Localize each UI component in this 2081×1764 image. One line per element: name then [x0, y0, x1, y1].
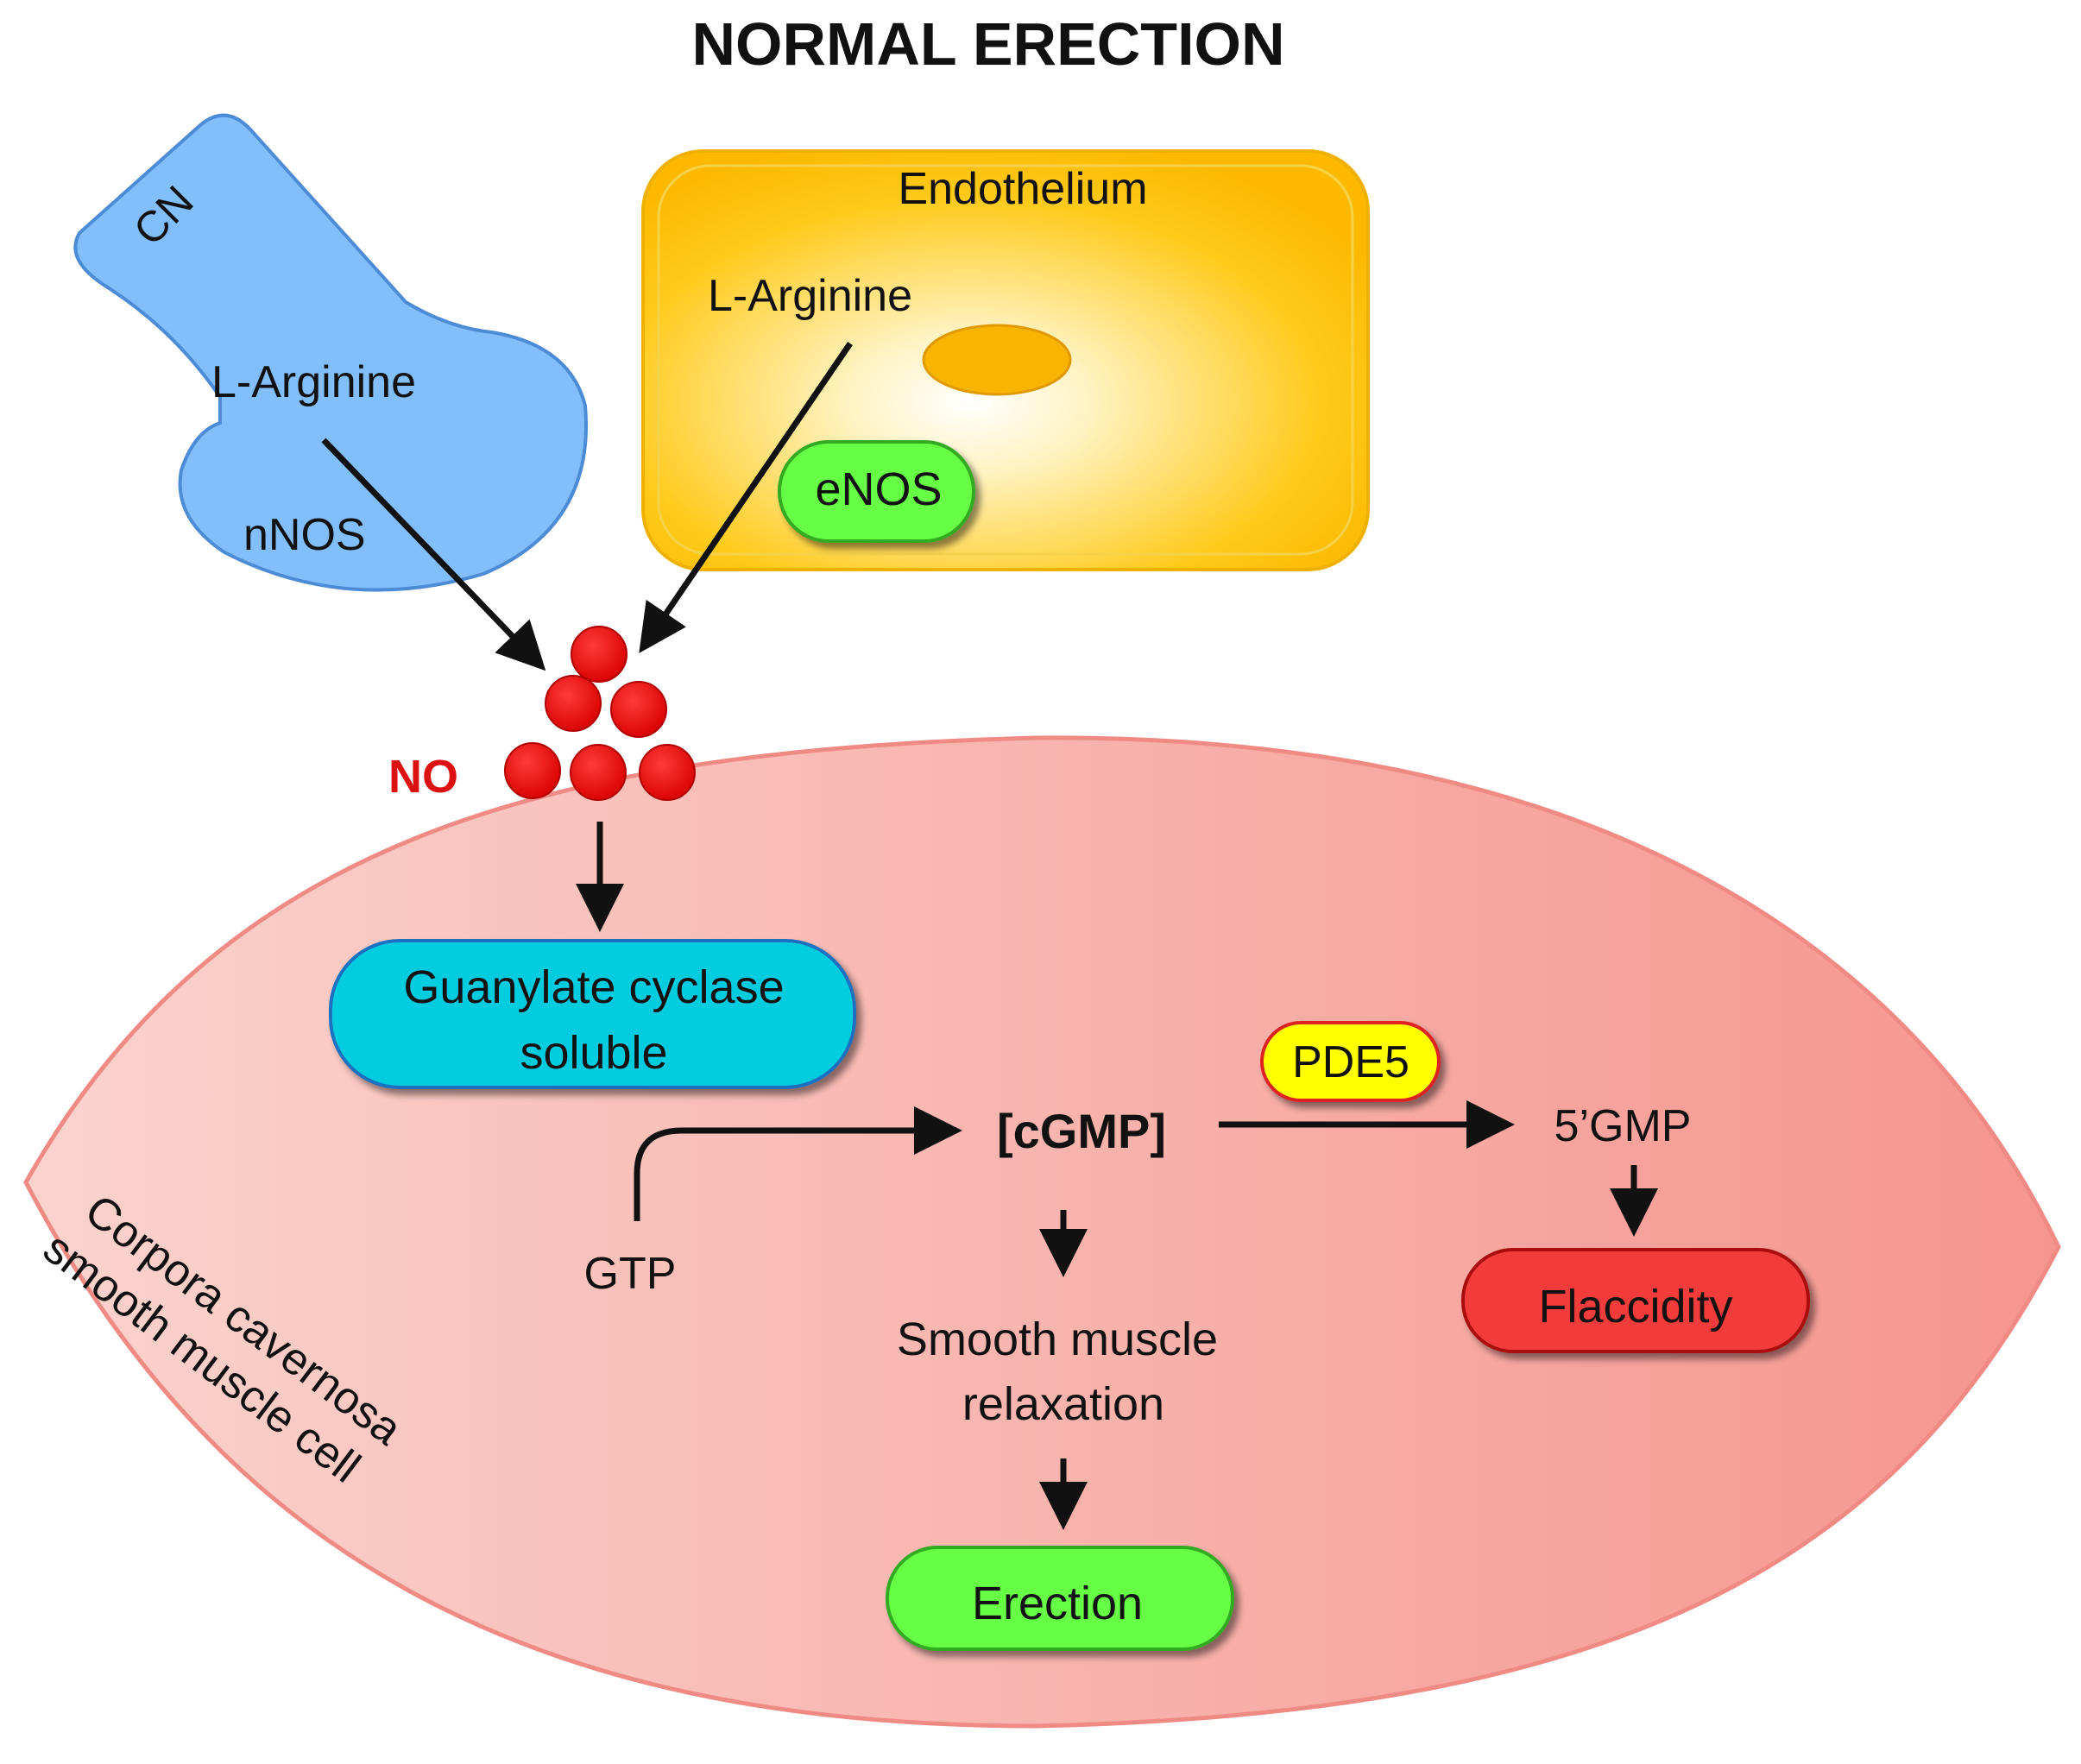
arrow-gtp-to-cgmp [634, 1106, 962, 1221]
endothelium-label: Endothelium [898, 164, 1147, 214]
no-dot [545, 675, 602, 732]
no-dot [610, 681, 667, 738]
no-label: NO [388, 751, 458, 803]
guanylate-line1: Guanylate cyclase [403, 961, 784, 1013]
cgmp-label: [cGMP] [997, 1104, 1166, 1158]
endothelium-nucleus [922, 324, 1072, 396]
nerve-substrate: L-Arginine [211, 357, 416, 407]
nerve-enzyme: nNOS [243, 510, 366, 560]
enos-label: eNOS [815, 463, 942, 515]
flaccidity-label: Flaccidity [1538, 1281, 1732, 1332]
endothelium-substrate: L-Arginine [708, 271, 912, 321]
arrow-enos-to-no [639, 342, 853, 653]
no-dot [504, 742, 561, 799]
flaccidity-pill [1461, 1248, 1810, 1353]
erection-pill [886, 1546, 1234, 1651]
pde5-label: PDE5 [1292, 1037, 1409, 1087]
no-dot [571, 626, 627, 683]
arrow-nnos-to-no [321, 438, 546, 671]
gtp-label: GTP [584, 1249, 677, 1299]
gmp-label: 5’GMP [1554, 1101, 1692, 1151]
pde5-pill [1260, 1021, 1441, 1102]
relaxation-line1: Smooth muscle [897, 1314, 1218, 1365]
cavernous-nerve [73, 113, 588, 592]
no-dot [639, 744, 696, 801]
no-molecules [504, 626, 696, 801]
relaxation-line2: relaxation [962, 1378, 1164, 1430]
no-dot [570, 744, 627, 801]
guanylate-cyclase-pill [329, 939, 856, 1089]
diagram-title: NORMAL ERECTION [691, 10, 1284, 78]
enos-pill [778, 440, 975, 543]
erection-label: Erection [972, 1578, 1143, 1629]
endothelium-inner-border [657, 164, 1354, 556]
guanylate-line2: soluble [520, 1027, 667, 1079]
